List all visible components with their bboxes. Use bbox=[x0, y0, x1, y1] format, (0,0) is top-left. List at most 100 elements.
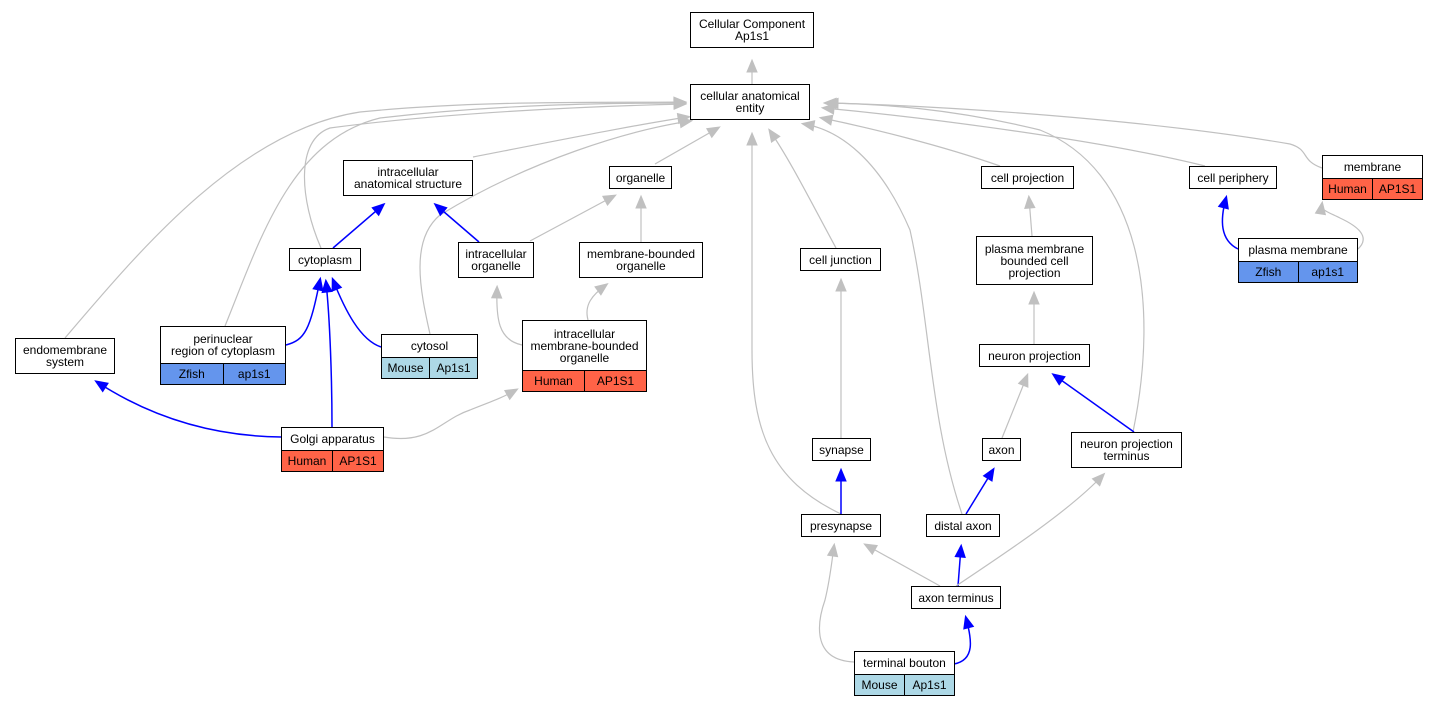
node-label: cytosol bbox=[410, 339, 449, 353]
edge-cytosol-to-cytoplasm bbox=[332, 279, 382, 348]
edge-arrowhead bbox=[594, 283, 609, 296]
edge-organelle-to-cae bbox=[654, 127, 719, 165]
edge-termbouton-to-presyn bbox=[818, 545, 855, 663]
edge-arrowhead bbox=[826, 542, 839, 558]
node-cellular-component-root[interactable]: Cellular Component Ap1s1 bbox=[690, 12, 814, 48]
gene-cell: AP1S1 bbox=[332, 451, 383, 471]
edge-cytosol-to-cae bbox=[419, 120, 691, 335]
edge-arrowhead bbox=[818, 114, 834, 126]
edge-arrowhead bbox=[954, 543, 966, 558]
edge-arrowhead bbox=[1314, 200, 1327, 216]
gene-cell: ap1s1 bbox=[1297, 262, 1357, 282]
edge-perinuc-to-cytoplasm bbox=[285, 279, 321, 346]
node-label: endomembrane system bbox=[22, 343, 108, 369]
edge-axon-to-neuproj bbox=[1001, 375, 1028, 439]
node-membrane-bounded-organelle[interactable]: membrane-bounded organelle bbox=[579, 242, 703, 278]
edge-arrowhead bbox=[822, 97, 837, 109]
edge-arrowhead bbox=[602, 194, 617, 206]
edge-arrowhead bbox=[746, 58, 758, 73]
node-distal-axon[interactable]: distal axon bbox=[926, 514, 1000, 537]
gene-cell: AP1S1 bbox=[584, 371, 646, 391]
edge-cellper-to-cae bbox=[823, 107, 1206, 167]
edge-celljunc-to-cae bbox=[769, 130, 837, 249]
edge-arrowhead bbox=[321, 278, 333, 294]
node-membrane[interactable]: membrane Human AP1S1 bbox=[1322, 155, 1423, 200]
edge-npt-to-cae bbox=[825, 102, 1145, 433]
annotation-row: Human AP1S1 bbox=[282, 450, 383, 471]
species-cell: Human bbox=[282, 451, 332, 471]
edge-arrowhead bbox=[800, 120, 816, 132]
node-label: terminal bouton bbox=[863, 656, 946, 670]
gene-cell: ap1s1 bbox=[222, 364, 285, 384]
node-cellular-anatomical-entity[interactable]: cellular anatomical entity bbox=[690, 84, 810, 120]
edge-arrowhead bbox=[433, 202, 448, 217]
edge-arrowhead bbox=[678, 116, 694, 129]
annotation-row: Mouse Ap1s1 bbox=[382, 357, 477, 378]
edge-arrowhead bbox=[1051, 373, 1066, 386]
node-label: cell projection bbox=[990, 170, 1065, 185]
node-label: Golgi apparatus bbox=[290, 432, 375, 446]
node-organelle[interactable]: organelle bbox=[609, 166, 672, 189]
node-label: cell periphery bbox=[1197, 170, 1269, 185]
node-label: organelle bbox=[615, 170, 666, 185]
node-axon-terminus[interactable]: axon terminus bbox=[911, 586, 1001, 609]
edge-cytoplasm-to-cae bbox=[303, 103, 685, 249]
species-cell: Human bbox=[523, 371, 584, 391]
node-label: neuron projection bbox=[988, 348, 1081, 363]
edge-arrowhead bbox=[331, 276, 343, 292]
node-label: presynapse bbox=[809, 518, 873, 533]
node-label: distal axon bbox=[934, 518, 992, 533]
node-label: plasma membrane bbox=[1248, 243, 1348, 257]
node-intracellular-organelle[interactable]: intracellular organelle bbox=[458, 242, 534, 278]
edge-distaxon-to-cae bbox=[803, 123, 963, 515]
node-label: axon terminus bbox=[918, 590, 994, 605]
edge-arrowhead bbox=[746, 131, 758, 146]
node-intracellular-anatomical-structure[interactable]: intracellular anatomical structure bbox=[343, 160, 473, 196]
edge-arrowhead bbox=[863, 543, 879, 556]
edge-arrowhead bbox=[705, 126, 721, 139]
species-cell: Mouse bbox=[382, 358, 429, 378]
node-intracellular-membrane-bounded-organelle[interactable]: intracellular membrane-bounded organelle… bbox=[522, 320, 647, 392]
edge-golgi-to-endo bbox=[96, 381, 282, 438]
node-plasma-membrane[interactable]: plasma membrane Zfish ap1s1 bbox=[1238, 238, 1358, 283]
node-endomembrane-system[interactable]: endomembrane system bbox=[15, 338, 115, 374]
edge-arrowhead bbox=[768, 128, 781, 143]
edge-axonterm-to-presyn bbox=[865, 544, 941, 587]
node-cell-junction[interactable]: cell junction bbox=[800, 248, 881, 271]
edge-endo-to-cae bbox=[64, 101, 685, 339]
node-neuron-projection-terminus[interactable]: neuron projection terminus bbox=[1071, 432, 1182, 468]
node-label: neuron projection terminus bbox=[1080, 437, 1173, 463]
edge-arrowhead bbox=[503, 388, 519, 401]
node-cytoplasm[interactable]: cytoplasm bbox=[289, 248, 361, 271]
node-golgi-apparatus[interactable]: Golgi apparatus Human AP1S1 bbox=[281, 427, 384, 472]
node-label: axon bbox=[988, 442, 1015, 457]
edge-arrowhead bbox=[1024, 194, 1036, 209]
edge-arrowhead bbox=[1217, 194, 1229, 210]
node-cell-periphery[interactable]: cell periphery bbox=[1189, 166, 1277, 189]
gene-cell: Ap1s1 bbox=[904, 675, 954, 695]
gene-cell: AP1S1 bbox=[1372, 179, 1422, 199]
node-cell-projection[interactable]: cell projection bbox=[981, 166, 1074, 189]
node-axon[interactable]: axon bbox=[982, 438, 1021, 461]
node-terminal-bouton[interactable]: terminal bouton Mouse Ap1s1 bbox=[854, 651, 955, 696]
node-neuron-projection[interactable]: neuron projection bbox=[979, 344, 1090, 367]
node-label: membrane bbox=[1343, 160, 1402, 174]
edge-arrowhead bbox=[1091, 472, 1106, 487]
species-cell: Human bbox=[1323, 179, 1372, 199]
node-presynapse[interactable]: presynapse bbox=[801, 514, 881, 537]
edge-arrowhead bbox=[835, 277, 847, 292]
edge-arrowhead bbox=[490, 284, 503, 299]
node-perinuclear-region-of-cytoplasm[interactable]: perinuclear region of cytoplasm Zfish ap… bbox=[160, 326, 286, 385]
species-cell: Zfish bbox=[1239, 262, 1298, 282]
node-plasma-membrane-bounded-cell-projection[interactable]: plasma membrane bounded cell projection bbox=[976, 236, 1093, 285]
edge-arrowhead bbox=[1017, 372, 1029, 388]
species-cell: Zfish bbox=[161, 364, 223, 384]
annotation-row: Human AP1S1 bbox=[523, 370, 646, 391]
node-synapse[interactable]: synapse bbox=[812, 438, 871, 461]
node-label: intracellular membrane-bounded organelle bbox=[530, 326, 639, 365]
annotation-row: Zfish ap1s1 bbox=[161, 363, 285, 384]
node-cytosol[interactable]: cytosol Mouse Ap1s1 bbox=[381, 334, 478, 379]
edge-cytoplasm-to-ias bbox=[332, 204, 384, 249]
node-label: perinuclear region of cytoplasm bbox=[170, 332, 276, 358]
